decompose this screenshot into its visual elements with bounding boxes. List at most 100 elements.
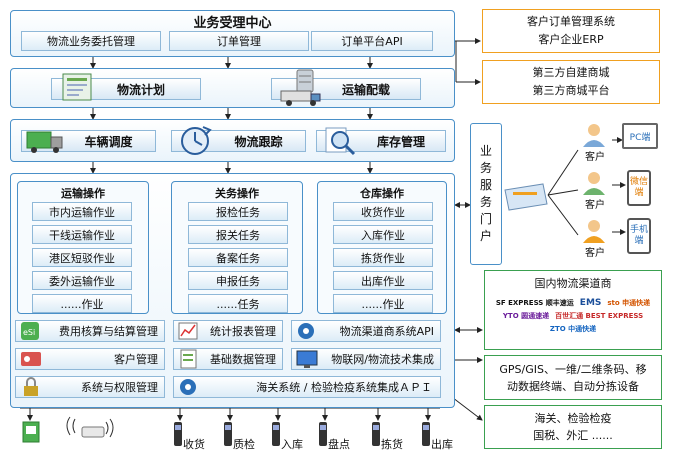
business-service-portal[interactable]: 业 务 服 务 门 户 [470, 123, 502, 265]
person-icon [583, 172, 605, 195]
column-item[interactable]: 市内运输作业 [32, 202, 132, 221]
portal-char: 务 [479, 195, 492, 209]
column-item[interactable]: 干线运输作业 [32, 225, 132, 244]
channel-api-box[interactable]: 物流渠道商系统API [291, 320, 441, 342]
portal-char: 门 [479, 212, 492, 226]
channel-partners-title: 国内物流渠道商 [534, 277, 612, 290]
esi-icon: eSi [21, 322, 39, 340]
iot-integration-box[interactable]: 物联网/物流技术集成 [291, 348, 441, 370]
plan-panel: 物流计划 运输配载 [10, 68, 455, 108]
iot-tech-line2: 动数据终端、自动分拣设备 [507, 379, 639, 393]
person-icon [583, 124, 605, 147]
inventory-management-label: 库存管理 [376, 134, 425, 149]
warehouse-ops-title: 仓库操作 [360, 187, 404, 200]
system-permission-box[interactable]: 系统与权限管理 [15, 376, 165, 398]
business-center-panel: 业务受理中心 物流业务委托管理 订单管理 订单平台API [10, 10, 455, 57]
cell-order-api[interactable]: 订单平台API [311, 31, 433, 51]
portal-char: 户 [479, 229, 492, 243]
iot-tech-line1: GPS/GIS、一维/二维条码、移 [499, 362, 647, 376]
third-party-self-mall-label: 第三方自建商城 [532, 66, 610, 79]
column-item[interactable]: 拣货作业 [333, 248, 433, 267]
third-party-mall-box[interactable]: 第三方自建商城 第三方商城平台 [482, 60, 660, 104]
data-doc-icon [180, 349, 197, 369]
device-label: 盘点 [328, 438, 350, 451]
monitor-icon [296, 350, 318, 368]
column-item[interactable]: 申报任务 [188, 271, 288, 290]
person-icon [583, 220, 605, 243]
sto-logo: sto 申通快递 [607, 299, 651, 307]
portal-char: 业 [479, 144, 492, 158]
column-item[interactable]: 委外运输作业 [32, 271, 132, 290]
column-item[interactable]: 报检任务 [188, 202, 288, 221]
iot-tech-box[interactable]: GPS/GIS、一维/二维条码、移 动数据终端、自动分拣设备 [484, 355, 662, 400]
handheld-terminal-icon [174, 422, 182, 446]
column-item[interactable]: 报关任务 [188, 225, 288, 244]
customs-api-box[interactable]: 海关系统 / 检验检疫系统集成ＡＰＩ [173, 376, 441, 398]
sf-express-logo: SF EXPRESS 顺丰速运 [495, 299, 574, 307]
channel-partners-box[interactable]: 国内物流渠道商 SF EXPRESS 顺丰速运 EMS sto 申通快递 YTO… [484, 270, 662, 350]
pc-terminal-label: PC端 [629, 132, 651, 143]
handheld-terminal-icon [372, 422, 380, 446]
client-label: 客户 [585, 152, 605, 163]
column-item[interactable]: ......作业 [333, 294, 433, 313]
device-label: 质检 [233, 438, 255, 451]
mobile-terminal-icon[interactable]: 手机端 [627, 218, 651, 254]
rfid-reader-icon [22, 421, 40, 443]
column-item[interactable]: 入库作业 [333, 225, 433, 244]
device-label: 出库 [431, 438, 453, 451]
wechat-terminal-icon[interactable]: 微信端 [627, 170, 651, 206]
customer-management-box[interactable]: 客户管理 [15, 348, 165, 370]
portal-char: 服 [479, 178, 492, 192]
portal-char: 务 [479, 161, 492, 175]
business-center-title: 业务受理中心 [193, 16, 272, 31]
zto-logo: ZTO 中通快递 [549, 325, 597, 333]
lock-icon [24, 377, 38, 396]
cell-logistics-delegation[interactable]: 物流业务委托管理 [21, 31, 161, 51]
customs-ops-title: 关务操作 [215, 187, 259, 200]
customer-erp-box[interactable]: 客户订单管理系统 客户企业ERP [482, 9, 660, 53]
column-item[interactable]: 出库作业 [333, 271, 433, 290]
column-item[interactable]: 收货作业 [333, 202, 433, 221]
main-operations-panel: 运输操作 市内运输作业 干线运输作业 港区短驳作业 委外运输作业 ......作… [10, 173, 455, 408]
cell-order-management[interactable]: 订单管理 [169, 31, 309, 51]
operations-panel: 车辆调度 物流跟踪 库存管理 [10, 119, 455, 162]
column-item[interactable]: 备案任务 [188, 248, 288, 267]
third-party-mall-platform-label: 第三方商城平台 [532, 84, 610, 97]
handheld-terminal-icon [422, 422, 430, 446]
logistics-plan-label: 物流计划 [116, 82, 165, 97]
svg-text:eSi: eSi [23, 328, 35, 337]
plan-document-icon [62, 73, 92, 101]
client-label: 客户 [585, 200, 605, 211]
truck-icon [26, 131, 63, 153]
device-label: 收货 [183, 438, 205, 451]
handheld-terminal-icon [319, 422, 327, 446]
column-item[interactable]: ......作业 [32, 294, 132, 313]
tracking-clock-icon [181, 126, 212, 155]
transport-ops-title: 运输操作 [61, 187, 105, 200]
gear-icon [180, 379, 196, 395]
server-truck-icon [280, 69, 321, 106]
magnifier-icon [325, 127, 356, 156]
vehicle-dispatch-label: 车辆调度 [84, 134, 133, 149]
transport-ops-column: 运输操作 市内运输作业 干线运输作业 港区短驳作业 委外运输作业 ......作… [17, 181, 149, 314]
fee-settlement-box[interactable]: 费用核算与结算管理 [15, 320, 165, 342]
vehicle-dispatch-box[interactable]: 车辆调度 [21, 130, 156, 152]
customs-tax-line1: 海关、检验检疫 [534, 412, 612, 425]
handheld-terminal-icon [272, 422, 280, 446]
customer-order-system-label: 客户订单管理系统 [527, 15, 615, 28]
column-item[interactable]: 港区短驳作业 [32, 248, 132, 267]
warehouse-ops-column: 仓库操作 收货作业 入库作业 拣货作业 出库作业 ......作业 [317, 181, 447, 314]
customs-ops-column: 关务操作 报检任务 报关任务 备案任务 申报任务 ......任务 [171, 181, 303, 314]
pc-terminal-icon[interactable]: PC端 [622, 123, 658, 149]
id-card-icon [21, 352, 41, 366]
wireless-ap-icon [66, 416, 114, 438]
stats-report-box[interactable]: 统计报表管理 [173, 320, 283, 342]
mobile-terminal-label: 手机端 [629, 225, 648, 246]
column-item[interactable]: ......任务 [188, 294, 288, 313]
handheld-terminal-icon [224, 422, 232, 446]
device-label: 入库 [281, 438, 303, 451]
base-data-box[interactable]: 基础数据管理 [173, 348, 283, 370]
transport-loading-label: 运输配载 [341, 82, 390, 97]
customs-tax-box[interactable]: 海关、检验检疫 国税、外汇 ...... [484, 405, 662, 449]
